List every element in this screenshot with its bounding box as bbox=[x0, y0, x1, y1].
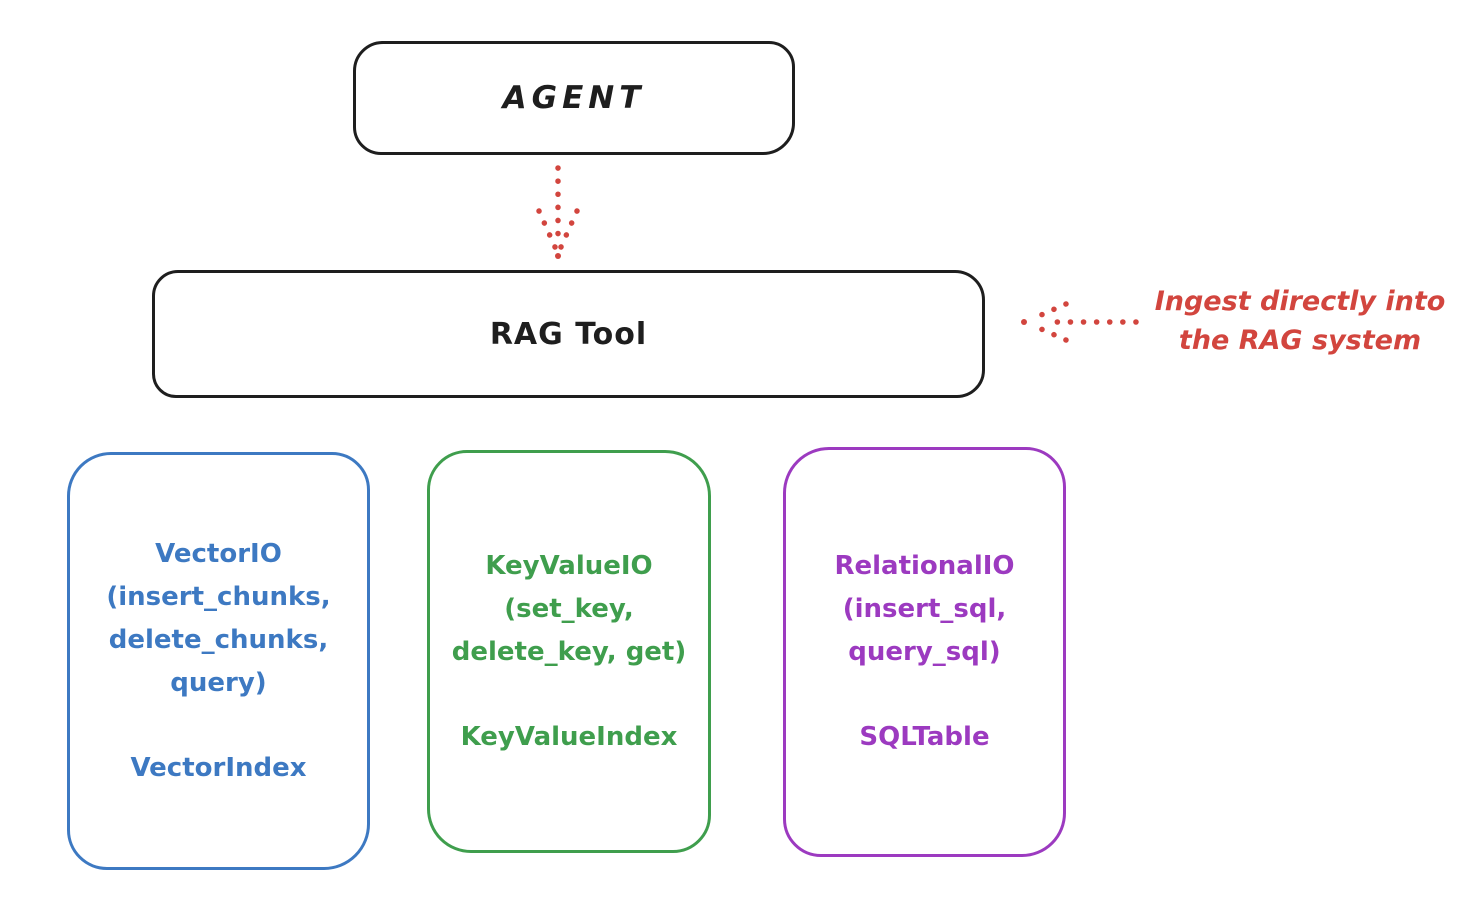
keyvalue-io-methods-line1: (set_key, bbox=[504, 593, 634, 624]
vector-io-title: VectorIO bbox=[155, 538, 282, 569]
relational-io-node: RelationalIO (insert_sql, query_sql) SQL… bbox=[783, 447, 1066, 857]
vector-io-methods-line3: query) bbox=[170, 667, 267, 698]
annotation-to-rag-arrow bbox=[1021, 301, 1139, 343]
relational-io-methods-line2: query_sql) bbox=[848, 637, 1001, 667]
relational-io-title: RelationalIO bbox=[834, 551, 1015, 581]
keyvalue-io-title: KeyValueIO bbox=[485, 550, 653, 581]
agent-to-rag-arrow bbox=[536, 165, 580, 259]
ingest-annotation-line2: the RAG system bbox=[1178, 325, 1422, 356]
vector-index-label: VectorIndex bbox=[130, 752, 307, 783]
vector-io-methods-line1: (insert_chunks, bbox=[106, 581, 331, 612]
keyvalue-io-methods-line2: delete_key, get) bbox=[451, 636, 687, 667]
agent-node: AGENT bbox=[353, 41, 795, 155]
relational-io-methods-line1: (insert_sql, bbox=[842, 594, 1007, 624]
rag-tool-node: RAG Tool bbox=[152, 270, 985, 398]
sql-table-label: SQLTable bbox=[859, 722, 990, 752]
vector-io-node: VectorIO (insert_chunks, delete_chunks, … bbox=[67, 452, 370, 870]
vector-io-methods-line2: delete_chunks, bbox=[108, 624, 329, 655]
agent-label: AGENT bbox=[502, 80, 646, 116]
ingest-annotation-line1: Ingest directly into bbox=[1154, 286, 1446, 317]
ingest-annotation: Ingest directly into the RAG system bbox=[1122, 282, 1478, 360]
rag-tool-label: RAG Tool bbox=[489, 316, 648, 352]
keyvalue-io-node: KeyValueIO (set_key, delete_key, get) Ke… bbox=[427, 450, 711, 853]
keyvalue-index-label: KeyValueIndex bbox=[460, 721, 678, 752]
